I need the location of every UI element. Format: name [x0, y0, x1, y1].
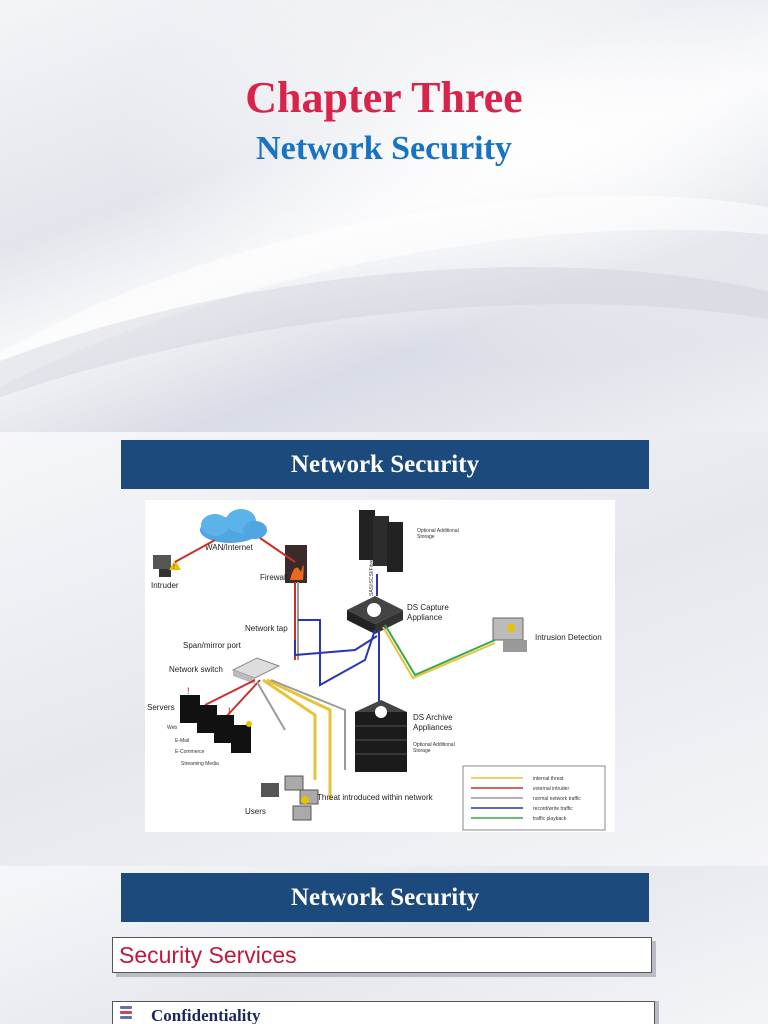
- legend-label: normal network traffic: [533, 796, 581, 802]
- title-slide: Chapter Three Network Security: [0, 0, 768, 432]
- confidentiality-label: Confidentiality: [151, 1006, 261, 1024]
- sas-label: SAS/iSCSI/Fibre: [369, 559, 375, 596]
- network-switch-icon: [231, 657, 281, 684]
- legend-label: internal threat: [533, 776, 564, 782]
- intrusion-detection-icon: [492, 617, 527, 652]
- ds-capture-appliance-icon: [347, 596, 403, 634]
- diagram-legend: internal threat external intruder normal n…: [462, 765, 606, 831]
- storage-rack-icon: [359, 510, 403, 572]
- svg-text:!: !: [228, 706, 231, 716]
- network-switch-label: Network switch: [169, 665, 223, 674]
- chapter-subtitle: Network Security: [256, 130, 512, 167]
- svg-text:!: !: [187, 686, 190, 696]
- svg-text:!: !: [173, 564, 175, 571]
- threat-label: Threat introduced within network: [317, 793, 434, 802]
- intruder-label: Intruder: [151, 581, 179, 590]
- network-diagram-svg: WAN/Internet ! Intruder Firewall Opt: [147, 509, 606, 831]
- intruder-computer-icon: !: [153, 555, 181, 577]
- archive-storage-label: Optional Additional: [413, 742, 455, 748]
- ds-archive-label: Appliances: [413, 723, 452, 732]
- chapter-title: Chapter Three: [245, 73, 523, 122]
- user-computer-icons: [261, 775, 319, 821]
- archive-storage-label: Storage: [413, 748, 431, 754]
- slide-banner: Network Security: [121, 440, 649, 489]
- network-diagram: WAN/Internet ! Intruder Firewall Opt: [145, 500, 615, 832]
- ds-archive-label: DS Archive: [413, 713, 453, 722]
- firewall-icon: [285, 545, 307, 583]
- wan-label: WAN/Internet: [205, 543, 253, 552]
- email-label: E-Mail: [175, 738, 189, 744]
- network-tap-label: Network tap: [245, 624, 288, 633]
- traffic-lines: [174, 537, 496, 800]
- ds-archive-appliance-icon: [355, 700, 407, 772]
- firewall-label: Firewall: [260, 573, 288, 582]
- slide-banner: Network Security: [121, 873, 649, 922]
- intrusion-detection-label: Intrusion Detection: [535, 633, 602, 642]
- optional-storage-label: Storage: [417, 534, 435, 540]
- services-slide: Network Security Security Services Confi…: [0, 866, 768, 1024]
- legend-label: external intruder: [533, 786, 569, 792]
- ds-capture-label: DS Capture: [407, 603, 449, 612]
- security-services-heading: Security Services: [112, 937, 652, 973]
- ds-capture-label: Appliance: [407, 613, 443, 622]
- cloud-icon: [200, 509, 267, 543]
- legend-label: traffic playback: [533, 816, 567, 822]
- optional-storage-label: Optional Additional: [417, 528, 459, 534]
- server-icons: ! !: [180, 686, 252, 753]
- users-label: Users: [245, 807, 266, 816]
- streaming-label: Streaming Media: [181, 761, 219, 767]
- servers-label: Servers: [147, 703, 175, 712]
- web-label: Web: [167, 725, 177, 731]
- confidentiality-item: Confidentiality: [112, 1001, 655, 1024]
- legend-label: record/write traffic: [533, 806, 573, 812]
- list-bullet-icon: [120, 1006, 132, 1024]
- diagram-slide: Network Security WAN/Internet ! Intruder: [0, 432, 768, 866]
- ecommerce-label: E-Commerce: [175, 749, 205, 755]
- span-port-label: Span/mirror port: [183, 641, 242, 650]
